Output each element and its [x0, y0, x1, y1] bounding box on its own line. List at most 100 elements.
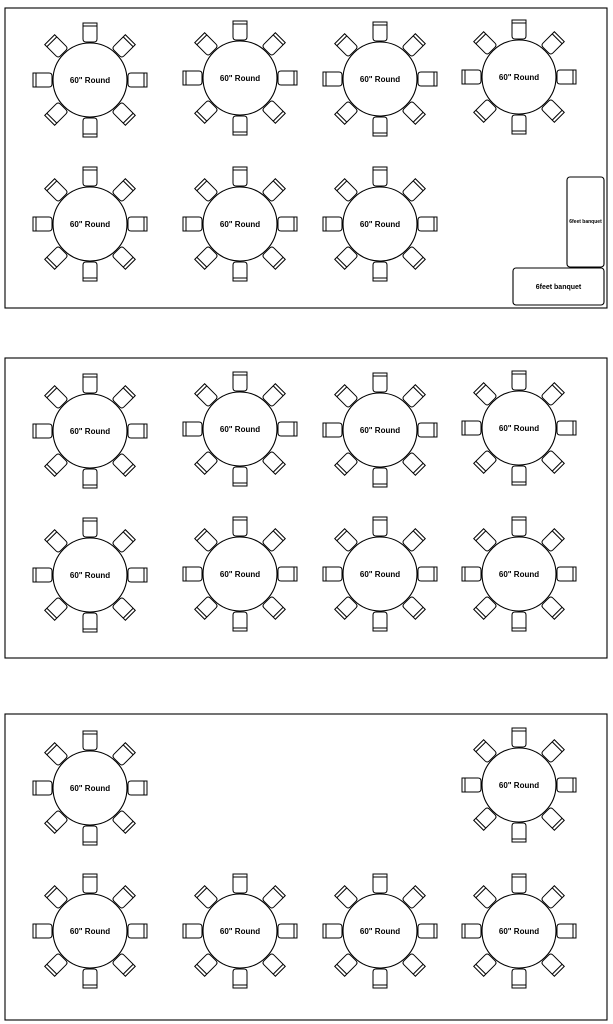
- round-table-5: 60" Round: [32, 166, 148, 282]
- chair: [461, 923, 482, 939]
- chair: [232, 611, 248, 632]
- chair: [334, 596, 358, 620]
- table-top: [52, 393, 128, 469]
- chair: [194, 885, 218, 909]
- chair: [194, 383, 218, 407]
- chair: [402, 528, 426, 552]
- chair: [541, 885, 565, 909]
- chair: [402, 953, 426, 977]
- chair: [417, 71, 438, 87]
- chair: [511, 465, 527, 486]
- chair: [402, 33, 426, 57]
- chair: [182, 216, 203, 232]
- round-table-6: 60" Round: [182, 516, 298, 632]
- table-top: [202, 186, 278, 262]
- table-label: 60" Round: [220, 570, 260, 579]
- table-top: [342, 893, 418, 969]
- chair: [127, 72, 148, 88]
- banquet-label: 6feet banquet: [536, 284, 582, 291]
- chair: [277, 216, 298, 232]
- chair: [402, 101, 426, 125]
- chair: [511, 19, 527, 40]
- chair: [262, 596, 286, 620]
- chair: [194, 32, 218, 56]
- chair: [372, 873, 388, 894]
- chair: [417, 422, 438, 438]
- chair: [262, 451, 286, 475]
- chair: [372, 467, 388, 488]
- section-middle: 60" Round 60" Round 60" Round 60" Round 60" …: [4, 357, 608, 659]
- chair: [182, 923, 203, 939]
- round-table-7: 60" Round: [322, 516, 438, 632]
- chair: [511, 516, 527, 537]
- table-label: 60" Round: [70, 927, 110, 936]
- chair: [334, 528, 358, 552]
- chair: [262, 528, 286, 552]
- chair: [277, 70, 298, 86]
- chair: [372, 166, 388, 187]
- chair: [127, 423, 148, 439]
- chair: [511, 727, 527, 748]
- table-label: 60" Round: [70, 220, 110, 229]
- chair: [541, 450, 565, 474]
- chair: [402, 885, 426, 909]
- table-top: [202, 893, 278, 969]
- chair: [461, 566, 482, 582]
- chair: [556, 777, 577, 793]
- chair: [473, 528, 497, 552]
- section-border: [4, 357, 608, 659]
- chair: [473, 596, 497, 620]
- chair: [127, 780, 148, 796]
- table-top: [342, 392, 418, 468]
- round-table-1: 60" Round: [32, 730, 148, 846]
- table-top: [481, 747, 557, 823]
- chair: [334, 33, 358, 57]
- chair: [232, 166, 248, 187]
- chair: [473, 953, 497, 977]
- chair: [232, 261, 248, 282]
- chair: [32, 216, 53, 232]
- table-top: [481, 893, 557, 969]
- table-top: [52, 750, 128, 826]
- chair: [322, 923, 343, 939]
- table-label: 60" Round: [220, 425, 260, 434]
- table-top: [342, 186, 418, 262]
- chair: [473, 382, 497, 406]
- chair: [402, 246, 426, 270]
- round-table-3: 60" Round: [32, 873, 148, 989]
- chair: [112, 102, 136, 126]
- chair: [541, 596, 565, 620]
- chair: [44, 246, 68, 270]
- chair: [44, 810, 68, 834]
- chair: [334, 246, 358, 270]
- chair: [194, 451, 218, 475]
- chair: [82, 166, 98, 187]
- table-label: 60" Round: [360, 426, 400, 435]
- table-top: [52, 893, 128, 969]
- chair: [541, 953, 565, 977]
- chair: [112, 742, 136, 766]
- round-table-7: 60" Round: [322, 166, 438, 282]
- round-table-6: 60" Round: [461, 873, 577, 989]
- table-label: 60" Round: [499, 927, 539, 936]
- chair: [372, 611, 388, 632]
- section-border: [4, 713, 608, 1021]
- chair: [232, 873, 248, 894]
- chair: [194, 953, 218, 977]
- table-top: [52, 186, 128, 262]
- banquet-table-vertical: 6feet banquet: [566, 176, 605, 268]
- chair: [44, 529, 68, 553]
- chair: [112, 529, 136, 553]
- table-top: [342, 536, 418, 612]
- chair: [232, 115, 248, 136]
- chair: [44, 885, 68, 909]
- chair: [511, 611, 527, 632]
- chair: [277, 566, 298, 582]
- chair: [556, 420, 577, 436]
- chair: [44, 453, 68, 477]
- chair: [511, 968, 527, 989]
- chair: [112, 597, 136, 621]
- table-top: [481, 390, 557, 466]
- round-table-1: 60" Round: [32, 373, 148, 489]
